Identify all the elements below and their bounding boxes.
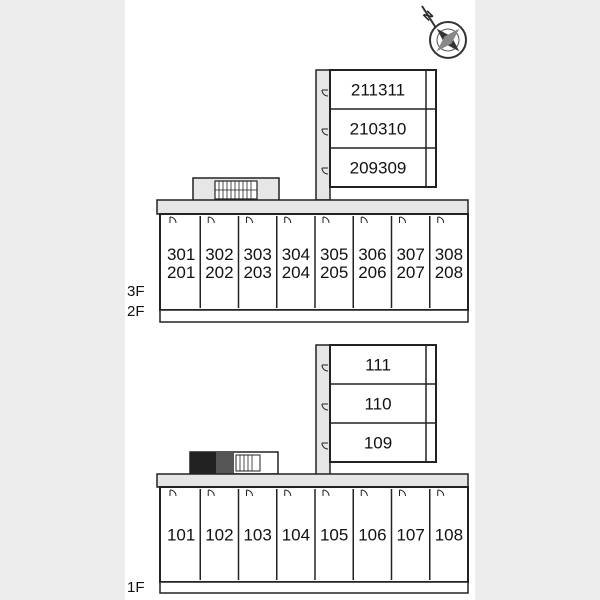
upper-unit-203: 203 — [243, 263, 271, 282]
door-icon — [321, 364, 329, 372]
upper-north-block — [329, 69, 437, 188]
ground-unit-101: 101 — [167, 526, 195, 545]
upper-unit-201: 201 — [167, 263, 195, 282]
upper-unit-202: 202 — [205, 263, 233, 282]
upper-unit-205: 205 — [320, 263, 348, 282]
ground-unit-102: 102 — [205, 526, 233, 545]
upper-unit-303: 303 — [243, 245, 271, 264]
door-icon — [284, 216, 292, 224]
ground-north-block — [329, 344, 437, 463]
door-icon — [246, 216, 253, 224]
upper-unit-302: 302 — [205, 245, 233, 264]
door-icon — [321, 89, 329, 97]
ground-balcony — [159, 581, 469, 594]
door-icon — [321, 128, 329, 136]
upper-unit-301: 301 — [167, 245, 195, 264]
upper-north-unit-310: 210310 — [350, 120, 407, 139]
upper-north-unit-311: 211311 — [351, 81, 405, 100]
ground-row-block — [159, 486, 469, 583]
upper-unit-305: 305 — [320, 245, 348, 264]
compass-north-label: N — [420, 8, 436, 24]
ground-unit-104: 104 — [282, 526, 310, 545]
floor-label-3f: 3F — [127, 283, 145, 300]
floor-label-1f: 1F — [127, 579, 145, 596]
door-icon — [322, 216, 330, 224]
upper-stair-icon — [214, 180, 258, 200]
floor-label-2f: 2F — [127, 303, 145, 320]
ground-north-unit-109: 109 — [364, 434, 392, 453]
compass-icon — [421, 5, 467, 59]
ground-north-unit-110: 110 — [364, 395, 391, 414]
ground-unit-108: 108 — [435, 526, 463, 545]
upper-unit-307: 307 — [396, 245, 424, 264]
door-icon — [399, 216, 406, 224]
door-icon — [169, 489, 177, 497]
door-icon — [399, 489, 406, 497]
door-icon — [437, 489, 445, 497]
door-icon — [284, 489, 292, 497]
ground-unit-105: 105 — [320, 526, 348, 545]
door-icon — [321, 403, 329, 411]
upper-unit-207: 207 — [396, 263, 424, 282]
upper-unit-204: 204 — [282, 263, 310, 282]
ground-north-unit-111: 111 — [365, 356, 391, 375]
door-icon — [246, 489, 253, 497]
door-icon — [207, 489, 215, 497]
door-icon — [321, 167, 329, 175]
ground-unit-103: 103 — [243, 526, 271, 545]
ground-wing: 111 110 109 101 102 103 104 105 106 107 108 — [156, 344, 469, 594]
upper-unit-206: 206 — [358, 263, 386, 282]
upper-north-unit-309: 209309 — [350, 159, 407, 178]
upper-unit-308: 308 — [435, 245, 463, 264]
upper-main-corridor — [156, 199, 469, 215]
door-icon — [322, 489, 330, 497]
door-icon — [360, 216, 368, 224]
ground-stair-icon — [189, 451, 279, 475]
door-icon — [321, 442, 329, 450]
upper-balcony — [159, 309, 469, 323]
upper-unit-306: 306 — [358, 245, 386, 264]
door-icon — [207, 216, 215, 224]
upper-row-block — [159, 213, 469, 311]
ground-unit-106: 106 — [358, 526, 386, 545]
ground-main-corridor — [156, 473, 469, 488]
upper-unit-208: 208 — [435, 263, 463, 282]
ground-unit-107: 107 — [396, 526, 424, 545]
door-icon — [437, 216, 445, 224]
upper-unit-304: 304 — [282, 245, 310, 264]
door-icon — [360, 489, 368, 497]
door-icon — [169, 216, 177, 224]
